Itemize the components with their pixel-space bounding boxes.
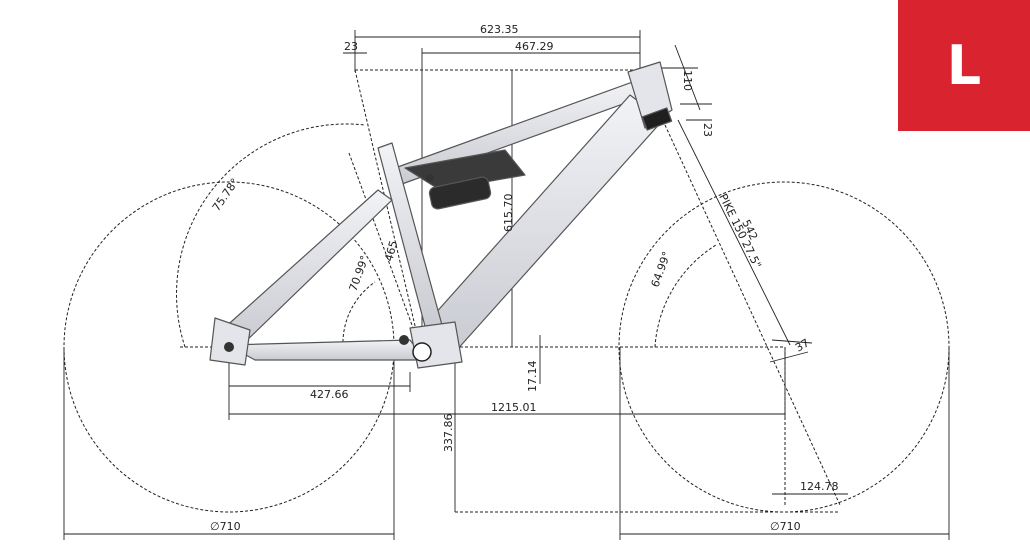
rocker-link (404, 149, 526, 191)
bb-drop-label: 17.14 (526, 361, 539, 393)
front-wheel-label: ∅710 (770, 520, 801, 533)
trail-label: 124.78 (800, 480, 839, 493)
dropout (209, 317, 251, 366)
wheelbase-label: 1215.01 (491, 401, 537, 414)
reach-inner-label: 467.29 (515, 40, 554, 53)
chainstay-label: 427.66 (310, 388, 349, 401)
construction-lines (176, 69, 841, 513)
seat-tube-label: 465 (382, 239, 400, 263)
seat-offset-label: 23 (344, 40, 358, 53)
chainstay (227, 339, 426, 361)
front-wheel-outline (618, 181, 950, 513)
fork-offset-label: 37 (793, 336, 812, 354)
shock-body (428, 176, 492, 210)
rocker-pivot (426, 174, 434, 182)
dimension-lines (63, 30, 950, 540)
headset-cup (641, 107, 673, 131)
seat-angle-label: 75.78° (210, 176, 242, 214)
stack-label: 615.70 (502, 194, 515, 233)
down-tube (424, 94, 664, 353)
main-pivot (399, 335, 409, 345)
head-tube-label: 110 (681, 70, 694, 91)
headset-stack-label: 23 (701, 123, 714, 137)
rear-wheel-label: ∅710 (210, 520, 241, 533)
size-label: L (946, 34, 982, 97)
size-badge: L (898, 0, 1030, 131)
bb-height-label: 337.86 (442, 414, 455, 453)
reach-top-label: 623.35 (480, 23, 519, 36)
bike-frame (209, 61, 673, 369)
bottom-bracket (412, 342, 432, 362)
head-angle-label: 64.99° (649, 250, 674, 289)
rear-axle (224, 342, 234, 352)
